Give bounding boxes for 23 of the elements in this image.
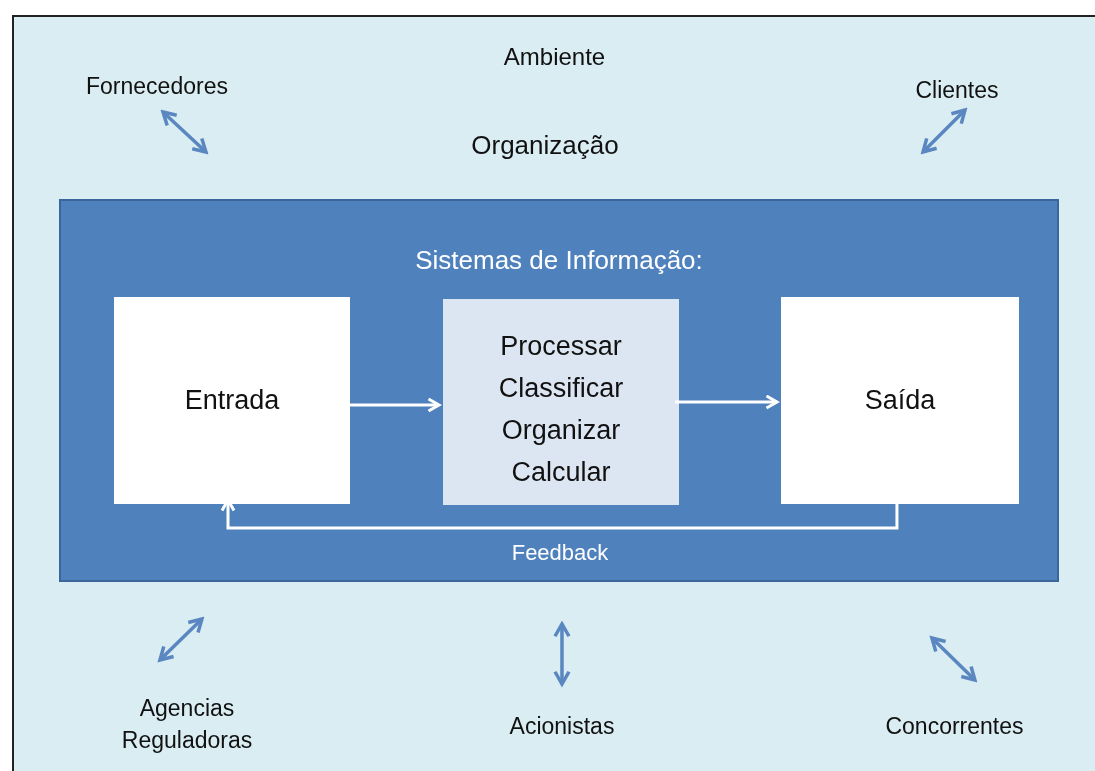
stakeholder-label: Clientes <box>914 76 1000 105</box>
system-title: Sistemas de Informação: <box>414 245 704 276</box>
arrow <box>675 394 779 410</box>
edge-label: Feedback <box>510 540 610 566</box>
step-text: Processar Classificar Organizar Calcular <box>497 330 625 489</box>
process-box <box>781 297 1019 504</box>
stakeholder-label: Acionistas <box>508 712 616 741</box>
arrow <box>161 110 208 154</box>
process-box <box>114 297 350 504</box>
step-text: Entrada <box>183 385 281 416</box>
stakeholder-label: Concorrentes <box>884 712 1025 741</box>
stakeholder-label: Fornecedores <box>85 72 229 101</box>
process-box <box>443 299 679 505</box>
system-panel <box>59 199 1059 582</box>
arrow <box>930 636 977 682</box>
arrow <box>553 622 571 686</box>
stakeholder-label: Agencias Reguladoras <box>120 694 254 755</box>
environment-title: Ambiente <box>502 43 607 71</box>
step-text: Saída <box>863 385 937 416</box>
environment-panel <box>12 15 1095 771</box>
organization-label: Organização <box>470 130 620 161</box>
arrow <box>921 108 967 154</box>
arrow <box>158 617 204 662</box>
